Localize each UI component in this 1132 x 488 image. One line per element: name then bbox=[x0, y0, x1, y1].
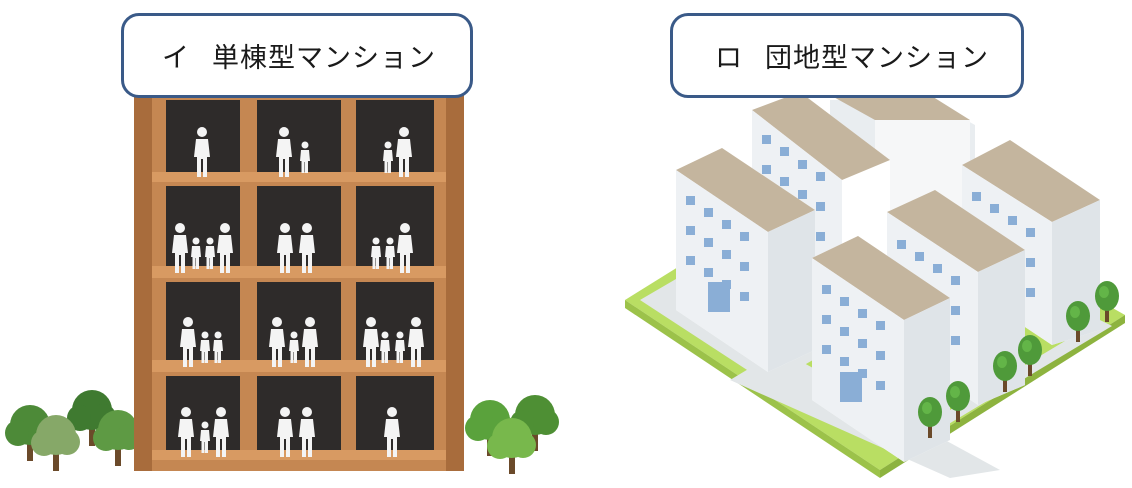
complex-label: ロ 団地型マンション bbox=[670, 13, 1024, 98]
label-marker: ロ bbox=[715, 43, 743, 74]
single-building-shelf bbox=[134, 93, 464, 471]
label-marker: イ bbox=[162, 43, 190, 74]
label-title: 単棟型マンション bbox=[212, 43, 436, 74]
label-title: 団地型マンション bbox=[765, 43, 989, 74]
trees-left bbox=[5, 390, 142, 471]
single-building-label: イ 単棟型マンション bbox=[121, 13, 473, 98]
trees-center bbox=[465, 395, 559, 474]
housing-complex bbox=[625, 92, 1125, 478]
apartment-building-icon bbox=[676, 148, 815, 372]
